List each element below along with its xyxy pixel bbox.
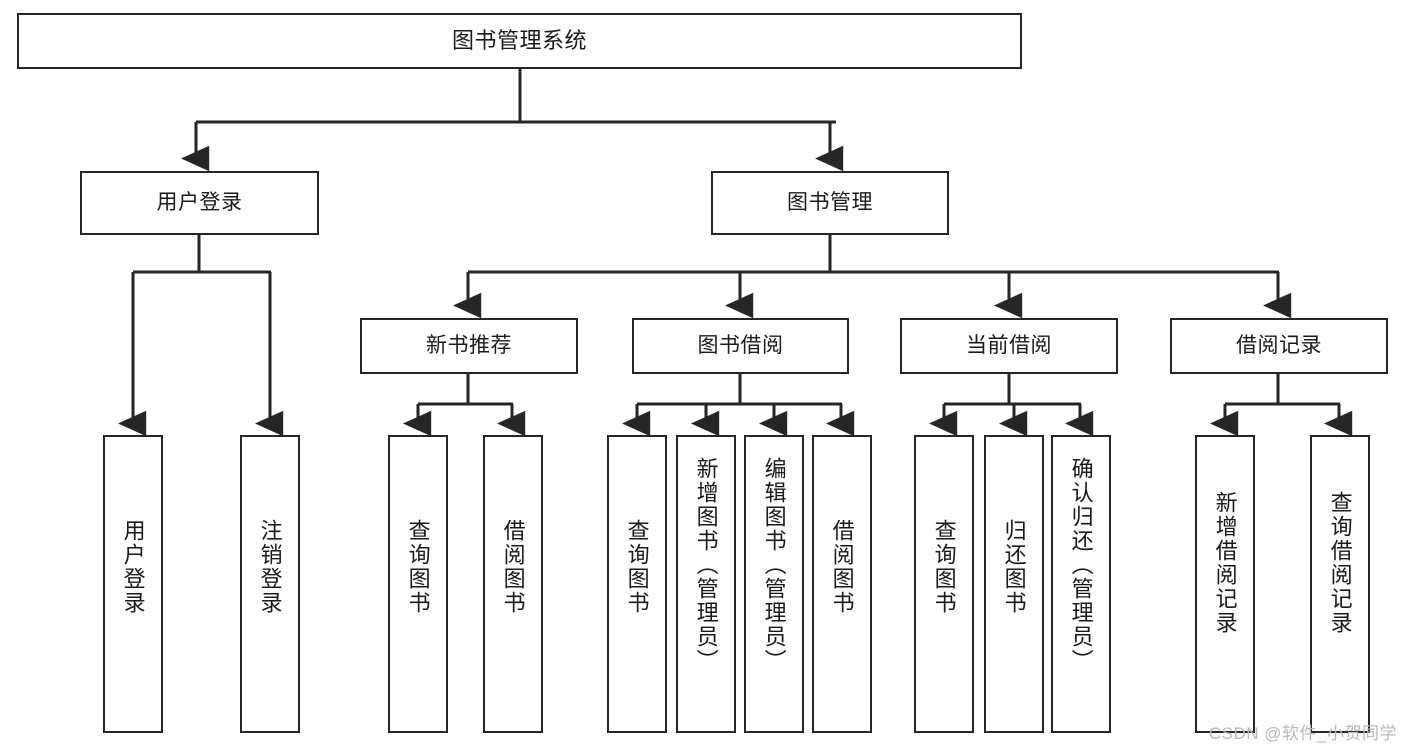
node-leaf-borrow-book-2[interactable]: 借阅图书 <box>812 435 872 733</box>
node-leaf-query-book-3[interactable]: 查询图书 <box>914 435 974 733</box>
node-user-login[interactable]: 用户登录 <box>80 171 319 235</box>
node-book-borrow[interactable]: 图书借阅 <box>632 318 849 374</box>
node-leaf-query-book-1[interactable]: 查询图书 <box>388 435 448 733</box>
node-label: 图书借阅 <box>697 333 784 357</box>
node-label: 查询图书 <box>405 519 431 615</box>
node-new-book-recommend[interactable]: 新书推荐 <box>360 318 578 374</box>
node-label: 新书推荐 <box>426 333 512 357</box>
node-label: 当前借阅 <box>966 333 1052 357</box>
node-label: 查询借阅记录 <box>1327 491 1353 635</box>
node-label: 图书管理系统 <box>451 28 587 54</box>
node-leaf-confirm-return[interactable]: 确认归还（管理员） <box>1051 435 1111 733</box>
csdn-watermark: CSDN @软件_小贺同学 <box>1208 724 1397 743</box>
node-label: 借阅图书 <box>500 519 526 615</box>
node-label: 用户登录 <box>120 519 146 615</box>
node-leaf-query-book-2[interactable]: 查询图书 <box>607 435 667 733</box>
node-label: 用户登录 <box>156 190 243 214</box>
node-leaf-edit-book[interactable]: 编辑图书（管理员） <box>744 435 804 733</box>
node-leaf-query-borrow-record[interactable]: 查询借阅记录 <box>1310 435 1370 733</box>
node-current-borrow[interactable]: 当前借阅 <box>900 318 1118 374</box>
node-label: 确认归还（管理员） <box>1068 457 1094 673</box>
node-label: 编辑图书（管理员） <box>761 457 787 673</box>
node-label: 新增借阅记录 <box>1212 491 1238 635</box>
node-label: 查询图书 <box>931 519 957 615</box>
node-leaf-logout-login[interactable]: 注销登录 <box>240 435 300 733</box>
node-label: 借阅记录 <box>1236 333 1322 357</box>
node-label: 图书管理 <box>787 190 873 214</box>
node-root-system[interactable]: 图书管理系统 <box>17 13 1022 69</box>
node-label: 新增图书（管理员） <box>693 457 719 673</box>
node-label: 查询图书 <box>624 519 650 615</box>
node-leaf-add-book[interactable]: 新增图书（管理员） <box>676 435 736 733</box>
node-label: 注销登录 <box>257 519 283 615</box>
node-leaf-add-borrow-record[interactable]: 新增借阅记录 <box>1195 435 1255 733</box>
node-label: 归还图书 <box>1001 519 1027 615</box>
node-book-manage[interactable]: 图书管理 <box>711 171 949 235</box>
node-label: 借阅图书 <box>829 519 855 615</box>
node-leaf-return-book[interactable]: 归还图书 <box>984 435 1044 733</box>
node-borrow-record[interactable]: 借阅记录 <box>1170 318 1388 374</box>
node-leaf-borrow-book-1[interactable]: 借阅图书 <box>483 435 543 733</box>
node-leaf-user-login[interactable]: 用户登录 <box>103 435 163 733</box>
